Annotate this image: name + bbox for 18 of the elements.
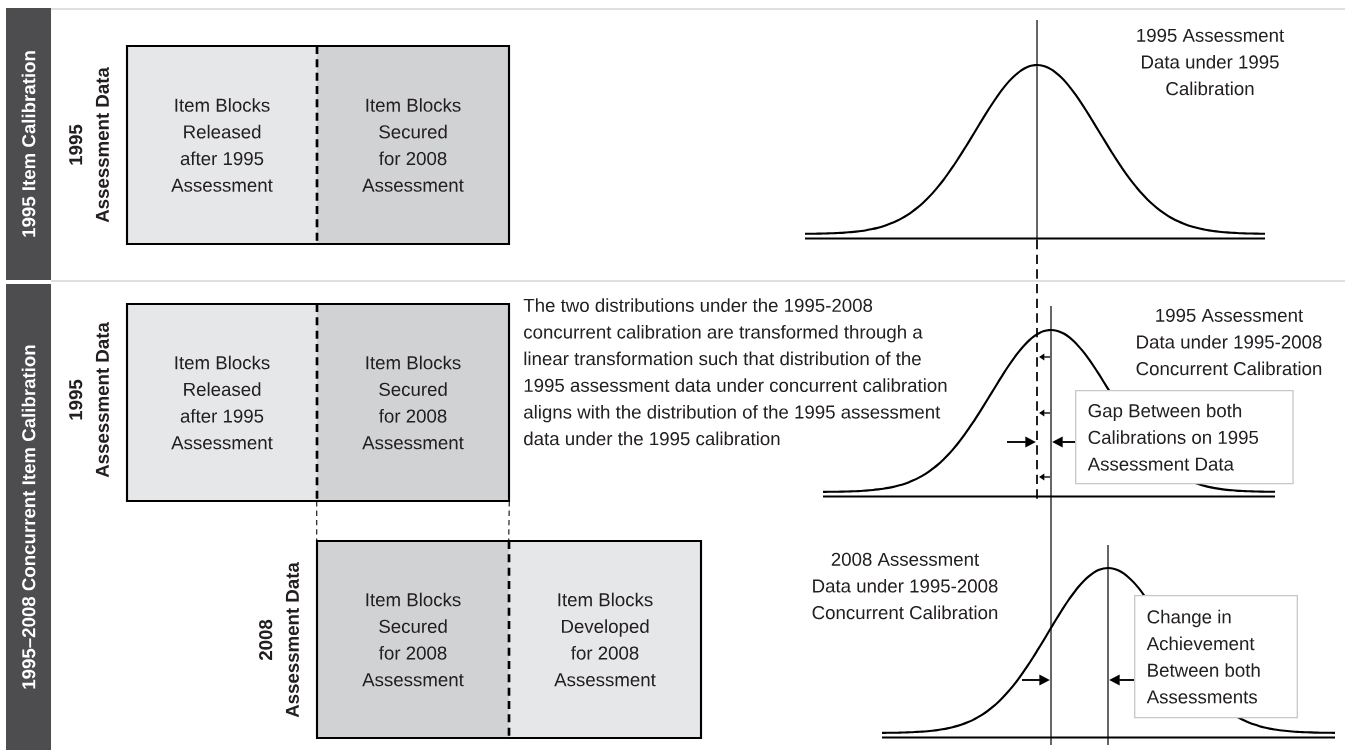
callout-box: Gap Between both Calibrations on 1995 Assessment Data (1075, 390, 1294, 485)
explanation-text: The two distributions under the 1995-2008 concurrent calibration are transformed through a linear transformation such that distribution of the 1995 assessment data under concurrent calibration aligns with the distribution of the 1995 assessment data under the 1995 calibration (523, 298, 947, 446)
curve-label: 2008 Assessment Data under 1995-2008 Concurrent Calibration (812, 552, 998, 620)
item-block-cell: Item Blocks Released after 1995 Assessment (127, 304, 317, 501)
callout-box: Change in Achievement Between both Assessments (1134, 595, 1298, 719)
row-label: 2008 Assessment Data (259, 562, 299, 718)
item-block-cell: Item Blocks Secured for 2008 Assessment (317, 541, 509, 738)
row-label: 1995 Assessment Data (69, 322, 109, 478)
section-band: 1995 Item Calibration (6, 8, 51, 280)
section-band: 1995–2008 Concurrent Item Calibration (6, 284, 51, 750)
item-block-cell: Item Blocks Secured for 2008 Assessment (317, 304, 509, 501)
alignment-guide-line (316, 500, 318, 542)
curve-label: 1995 Assessment Data under 1995 Calibration (1137, 28, 1285, 96)
item-block-cell: Item Blocks Developed for 2008 Assessment (509, 541, 701, 738)
row-label: 1995 Assessment Data (69, 67, 109, 223)
item-block-cell: Item Blocks Released after 1995 Assessment (127, 46, 317, 244)
item-block-cell: Item Blocks Secured for 2008 Assessment (317, 46, 509, 244)
alignment-guide-line (508, 500, 510, 542)
